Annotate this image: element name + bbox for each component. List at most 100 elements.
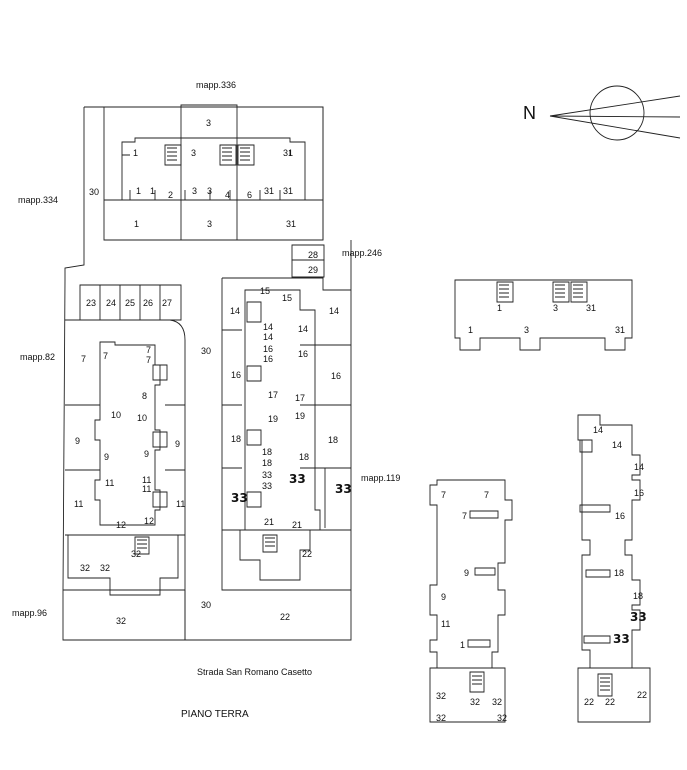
central-building: [222, 278, 351, 590]
unit-label: 31: [283, 148, 294, 158]
unit-label: 15: [260, 286, 271, 296]
unit-label: 32: [436, 691, 447, 701]
unit-label: 3: [191, 148, 197, 158]
unit-label: 14: [612, 440, 623, 450]
lot-label: 32: [116, 616, 127, 626]
unit-label: 1: [468, 325, 474, 335]
unit-label: 15: [282, 293, 293, 303]
unit-label: 33: [262, 470, 273, 480]
unit-label: 7: [462, 511, 468, 521]
unit-label: 11: [176, 499, 186, 509]
unit-label: 14: [593, 425, 604, 435]
unit-label: 7: [103, 351, 109, 361]
unit-label: 7: [484, 490, 490, 500]
unit-label: 32: [497, 713, 508, 723]
lot-label: 30: [201, 346, 212, 356]
lot-label: 30: [201, 600, 212, 610]
mapp-119-label: mapp.119: [361, 473, 401, 483]
unit-label: 8: [142, 391, 148, 401]
unit-label: 10: [111, 410, 122, 420]
unit-label: 32: [492, 697, 503, 707]
unit-label: 22: [584, 697, 595, 707]
garage-label: 23: [86, 298, 97, 308]
unit-label: 21: [292, 520, 303, 530]
unit-label: 16: [634, 488, 645, 498]
unit-label: 16: [615, 511, 626, 521]
unit-label: 14: [298, 324, 309, 334]
unit-label: 32: [131, 549, 142, 559]
unit-label: 1: [133, 148, 139, 158]
unit-label: 1: [136, 186, 142, 196]
unit-label: 22: [605, 697, 616, 707]
unit-label: 17: [295, 393, 306, 403]
unit-label: 32: [470, 697, 481, 707]
unit-label: 18: [614, 568, 625, 578]
unit-label: 18: [231, 434, 242, 444]
unit-label: 18: [633, 591, 644, 601]
unit-label: 16: [231, 370, 242, 380]
mapp-246-label: mapp.246: [342, 248, 383, 258]
units-28-29: [292, 245, 324, 277]
north-compass: [550, 86, 680, 140]
unit-label: 31: [286, 219, 297, 229]
unit-label: 18: [262, 458, 273, 468]
unit-label: 18: [262, 447, 273, 457]
unit-label: 7: [441, 490, 447, 500]
unit-label: 11: [105, 478, 115, 488]
unit-label: 3: [207, 219, 213, 229]
unit-label: 33: [262, 481, 273, 491]
unit-label: 31: [615, 325, 626, 335]
unit-label: 1: [460, 640, 466, 650]
unit-label: 33: [289, 472, 306, 486]
unit-label: 3: [206, 118, 212, 128]
unit-label: 10: [137, 413, 148, 423]
unit-label: 7: [146, 355, 152, 365]
unit-label: 16: [263, 354, 274, 364]
garage-label: 24: [106, 298, 117, 308]
unit-label: 3: [524, 325, 530, 335]
unit-label: 7: [81, 354, 87, 364]
plan-title: PIANO TERRA: [181, 709, 249, 720]
garage-label: 26: [143, 298, 154, 308]
unit-label: 14: [263, 332, 274, 342]
unit-label: 14: [634, 462, 645, 472]
unit-label: 17: [268, 390, 279, 400]
unit-label: 21: [264, 517, 275, 527]
north-label: N: [523, 103, 536, 123]
unit-label: 14: [230, 306, 241, 316]
unit-label: 2: [168, 190, 174, 200]
unit-label: 3: [553, 303, 559, 313]
mapp-334-label: mapp.334: [18, 195, 59, 205]
detail-left-block: [430, 480, 512, 722]
unit-label: 32: [436, 713, 447, 723]
unit-label: 16: [298, 349, 309, 359]
unit-label: 1: [134, 219, 140, 229]
unit-label: 6: [247, 190, 253, 200]
top-building: [104, 107, 323, 240]
unit-label: 31: [586, 303, 597, 313]
left-building: [65, 320, 185, 595]
unit-label: 31: [283, 186, 294, 196]
unit-label: 32: [100, 563, 111, 573]
unit-label: 9: [75, 436, 81, 446]
unit-label: 9: [104, 452, 110, 462]
street-label: Strada San Romano Casetto: [197, 667, 313, 677]
unit-label: 9: [464, 568, 470, 578]
unit-label: 14: [263, 322, 274, 332]
unit-label: 16: [331, 371, 342, 381]
unit-label: 29: [308, 265, 319, 275]
garage-label: 25: [125, 298, 136, 308]
unit-label: 16: [263, 344, 274, 354]
unit-label: 19: [295, 411, 306, 421]
unit-label: 22: [302, 549, 313, 559]
mapp-336-label: mapp.336: [196, 80, 237, 90]
unit-label: 11: [74, 499, 84, 509]
unit-label: 31: [264, 186, 275, 196]
mapp-82-label: mapp.82: [20, 352, 56, 362]
detail-top-block: [455, 280, 632, 350]
unit-label: 33: [613, 632, 630, 646]
unit-label: 11: [142, 475, 152, 485]
unit-label: 11: [142, 484, 152, 494]
unit-label: 18: [299, 452, 310, 462]
